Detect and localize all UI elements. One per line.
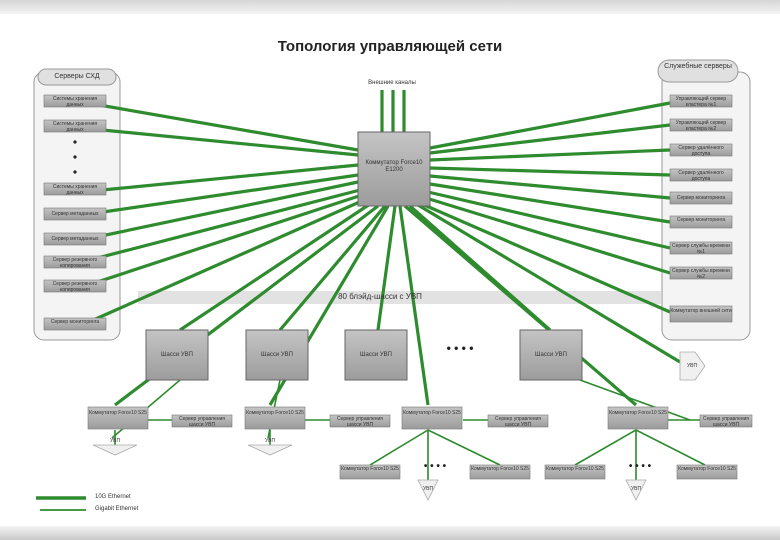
arrow-label-3: УВП xyxy=(422,486,434,492)
bottom-ellipsis-2: • • • • xyxy=(628,461,652,472)
bottom-switch-4: Коммутатор Force10 S25 xyxy=(678,466,736,472)
arrow-label-2: УВП xyxy=(264,438,276,444)
left-item-8: Сервер мониторинга xyxy=(50,319,100,325)
right-item-6: Сервер мониторинга xyxy=(676,217,726,223)
left-item-6: Сервер резервного копирования xyxy=(52,257,98,269)
diagram-title: Топология управляющей сети xyxy=(277,38,503,55)
right-item-7: Сервер службы времени №1 xyxy=(672,243,730,255)
right-item-boxes xyxy=(669,94,733,323)
level2-switch-3: Коммутатор Force10 S25 xyxy=(403,410,461,416)
left-group-header-label: Серверы СХД xyxy=(54,73,100,80)
legend-thin-label: Gigabit Ethernet xyxy=(95,506,139,512)
chassis-box-3 xyxy=(344,329,408,381)
chassis-box-2 xyxy=(245,329,309,381)
level2-switch-4: Коммутатор Force10 S25 xyxy=(609,410,667,416)
right-item-4: Сервер удалённого доступа xyxy=(678,170,724,182)
level2-server-boxes xyxy=(171,414,753,428)
right-item-1: Управляющий сервер кластера №1 xyxy=(675,96,727,108)
right-item-9: Коммутатор внешней сети xyxy=(670,308,732,314)
right-item-5: Сервер мониторинга xyxy=(676,195,726,201)
bottom-switch-boxes xyxy=(339,464,738,480)
bottom-switch-3: Коммутатор Force10 S25 xyxy=(546,466,604,472)
right-item-8: Сервер службы времени №2 xyxy=(672,268,730,280)
bottom-ellipsis-1: • • • • xyxy=(423,461,447,472)
right-group-header-label: Служебные серверы xyxy=(664,63,732,70)
left-item-4: Сервер метаданных xyxy=(51,211,99,217)
chassis-label-4: Шасси УВП xyxy=(535,352,567,358)
left-item-boxes xyxy=(43,94,107,331)
slide-top-band xyxy=(0,0,780,14)
chassis-ellipsis: • • • • xyxy=(446,341,474,355)
left-item-1: Системы хранения данных xyxy=(52,96,98,108)
arrow-label-4: УВП xyxy=(630,486,642,492)
bottom-switch-2: Коммутатор Force10 S25 xyxy=(471,466,529,472)
left-item-7: Сервер резервного копирования xyxy=(52,281,98,293)
down-arrows xyxy=(92,351,706,501)
left-ellipsis-dots xyxy=(73,140,77,174)
arrow-label-5: УВП xyxy=(686,363,698,369)
level2-switch-1: Коммутатор Force10 S25 xyxy=(89,410,147,416)
level2-server-1: Сервер управления шасси УВП xyxy=(179,416,225,428)
right-item-2: Управляющий сервер кластера №2 xyxy=(675,120,727,132)
right-group-header xyxy=(657,59,739,83)
left-item-5: Сервер метаданных xyxy=(51,236,99,242)
right-group-panel xyxy=(661,71,751,341)
blade-bar-label: 80 блэйд-шасси с УВП xyxy=(338,292,422,301)
level2-server-2: Сервер управления шасси УВП xyxy=(337,416,383,428)
left-group-header xyxy=(37,68,117,86)
chassis-box-1 xyxy=(145,329,209,381)
legend-thick-label: 10G Ethernet xyxy=(95,494,131,500)
external-label: Внешние каналы xyxy=(368,80,416,86)
left-group-panel xyxy=(33,71,121,341)
slide-bottom-band xyxy=(0,526,780,540)
bottom-switch-1: Коммутатор Force10 S25 xyxy=(341,466,399,472)
level2-switch-2: Коммутатор Force10 S25 xyxy=(246,410,304,416)
left-item-3: Системы хранения данных xyxy=(52,184,98,196)
center-links xyxy=(81,90,681,407)
center-switch-label: Коммутатор Force10 E1200 xyxy=(365,160,423,173)
blade-bar xyxy=(138,291,661,304)
arrow-label-1: УВП xyxy=(109,438,121,444)
right-item-3: Сервер удалённого доступа xyxy=(678,145,724,157)
chassis-box-4 xyxy=(519,329,583,381)
level2-switch-boxes xyxy=(87,406,669,430)
left-item-2: Системы хранения данных xyxy=(52,121,98,133)
chassis-label-2: Шасси УВП xyxy=(261,352,293,358)
chassis-label-1: Шасси УВП xyxy=(161,352,193,358)
level2-server-4: Сервер управления шасси УВП xyxy=(703,416,749,428)
center-switch-box xyxy=(357,131,431,207)
level2-server-3: Сервер управления шасси УВП xyxy=(495,416,541,428)
chassis-label-3: Шасси УВП xyxy=(360,352,392,358)
